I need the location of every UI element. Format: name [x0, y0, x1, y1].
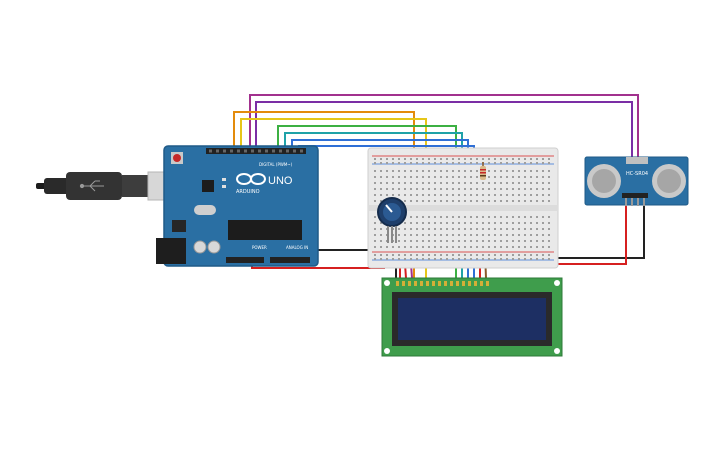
wire-purple	[255, 101, 633, 158]
breadboard[interactable]	[367, 147, 559, 269]
lcd-display[interactable]	[381, 277, 563, 357]
reset-button-icon[interactable]	[171, 152, 183, 164]
sensor-label: HC-SR04	[626, 171, 648, 177]
usb-plug-icon	[79, 180, 104, 192]
power-label: POWER	[252, 245, 267, 250]
analog-label: ANALOG IN	[286, 245, 308, 250]
resistor-icon[interactable]	[480, 162, 486, 180]
digital-pins-label: DIGITAL (PWM~)	[259, 162, 293, 167]
arduino-uno-board[interactable]: ARDUINO UNO DIGITAL (PWM~) POWER ANALOG …	[156, 145, 319, 267]
arduino-logo-text: ARDUINO	[236, 189, 260, 195]
breadboard-holes	[374, 158, 550, 260]
wire-magenta	[249, 94, 639, 158]
arduino-logo: ARDUINO	[236, 173, 266, 195]
wire-black-sensor	[540, 206, 645, 259]
ultrasonic-sensor[interactable]: HC-SR04	[584, 156, 689, 206]
wire-red-sensor	[545, 206, 627, 265]
board-model-label: UNO	[268, 175, 293, 187]
lcd-screen	[398, 298, 546, 340]
potentiometer-icon[interactable]	[377, 197, 407, 243]
lcd-pin-header	[396, 281, 489, 286]
usb-cable	[36, 171, 175, 201]
